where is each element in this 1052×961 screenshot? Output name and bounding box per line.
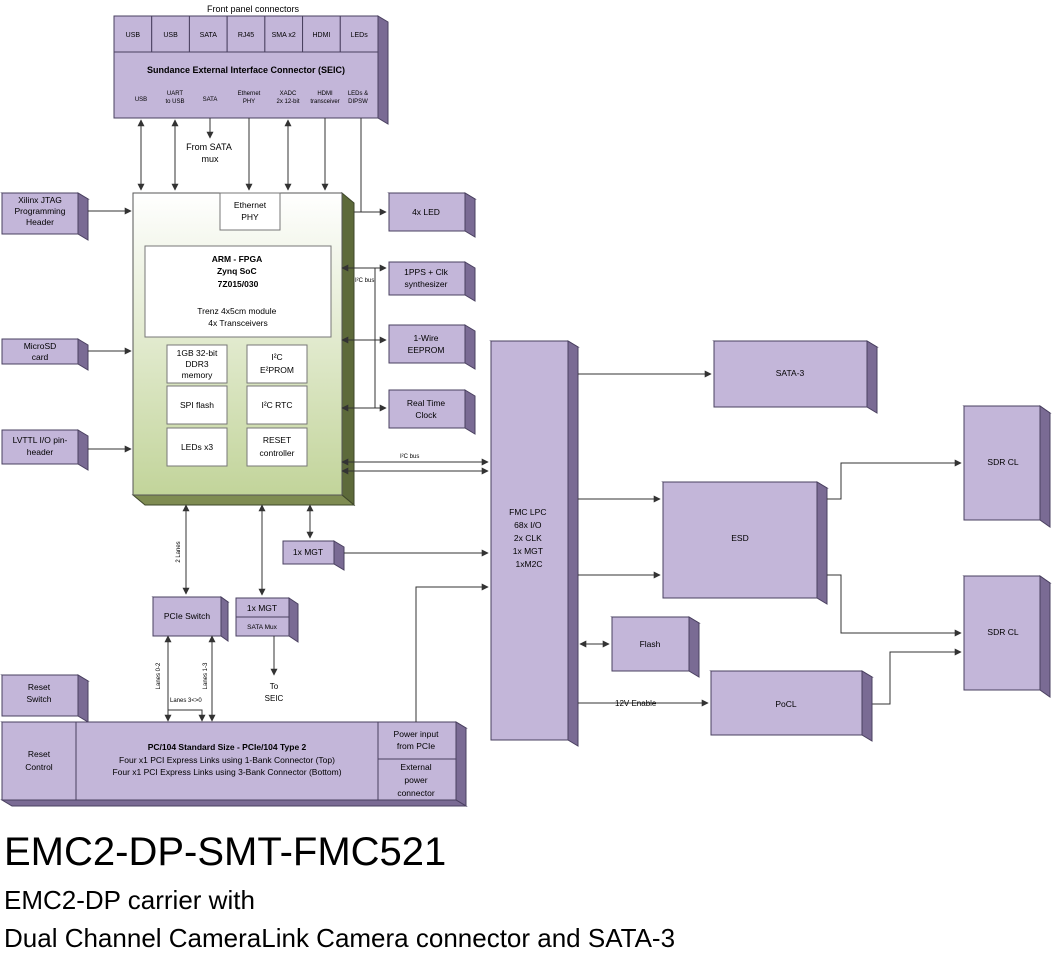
- svg-text:Lanes 3<>0: Lanes 3<>0: [170, 698, 202, 704]
- fmc-connector: FMC LPC 68x I/O 2x CLK 1x MGT 1xM2C: [489, 340, 580, 747]
- pcie-switch-box: PCIe Switch: [151, 596, 230, 642]
- seic-pin-label: SATA: [203, 97, 218, 103]
- svg-text:Four x1 PCI Express Links usin: Four x1 PCI Express Links using 1-Bank C…: [119, 755, 335, 765]
- seic-title: Sundance External Interface Connector (S…: [147, 65, 345, 75]
- from-sata-mux-label: From SATA mux: [186, 142, 234, 164]
- diagram-title: EMC2-DP-SMT-FMC521: [4, 830, 447, 874]
- mgt-box: 1x MGT: [282, 540, 345, 571]
- seic-arrows: [137, 118, 362, 212]
- front-panel-connector-cell: [339, 15, 379, 53]
- front-panel-connectors: USB USB SATA RJ45 SMA x2 HDMI LEDs Sundance Ex…: [113, 15, 389, 125]
- front-panel-connector-label: LEDs: [351, 32, 369, 39]
- pocl-box: PoCL: [709, 670, 874, 742]
- svg-text:SDR CL: SDR CL: [987, 457, 1018, 467]
- svg-text:LVTTL I/O pin-header: LVTTL I/O pin-header: [13, 435, 68, 457]
- front-panel-connector-label: SATA: [200, 32, 218, 39]
- seic-pin-label: LEDs &DIPSW: [348, 91, 368, 105]
- svg-text:SATA-3: SATA-3: [776, 368, 805, 378]
- svg-text:Lanes 1-3: Lanes 1-3: [203, 662, 209, 689]
- svg-text:Lanes 0-2: Lanes 0-2: [156, 662, 162, 689]
- front-panel-connector-label: SMA x2: [272, 32, 296, 39]
- front-panel-connector-label: RJ45: [238, 32, 254, 39]
- svg-text:SPI flash: SPI flash: [180, 400, 214, 410]
- svg-text:1x MGT: 1x MGT: [293, 547, 323, 557]
- enable-12v-label: 12V Enable: [615, 699, 657, 708]
- two-lanes-label: 2 Lanes: [176, 541, 182, 562]
- front-panel-connector-label: HDMI: [312, 32, 330, 39]
- svg-text:Trenz 4x5cm module 4x Tr: Trenz 4x5cm module 4x Transceivers: [197, 306, 278, 328]
- svg-text:ESD: ESD: [731, 533, 748, 543]
- diagram-subtitle-1: EMC2-DP carrier with: [4, 885, 255, 915]
- svg-text:FMC LPC 68x I/O 2x: FMC LPC 68x I/O 2x CLK 1x MGT 1xM2C: [509, 507, 549, 569]
- i2c-bus-label-soc: I²C bus: [355, 278, 374, 284]
- svg-text:PCIe Switch: PCIe Switch: [164, 611, 211, 621]
- svg-text:4x LED: 4x LED: [412, 207, 440, 217]
- svg-text:Four x1 PCI Express Links usin: Four x1 PCI Express Links using 3-Bank C…: [112, 767, 341, 777]
- front-panel-title: Front panel connectors: [207, 4, 300, 14]
- svg-text:SDR CL: SDR CL: [987, 627, 1018, 637]
- svg-text:I²C RTC: I²C RTC: [261, 400, 292, 410]
- svg-text:1x MGT: 1x MGT: [247, 603, 277, 613]
- svg-text:PC/104 Standard Size - PCIe/1: PC/104 Standard Size - PCIe/104 Type 2: [148, 742, 307, 752]
- sata3-box: SATA-3: [712, 340, 879, 414]
- svg-text:PoCL: PoCL: [775, 699, 797, 709]
- lvttl-box: LVTTL I/O pin-header: [1, 429, 89, 471]
- sdr-cl-1-box: SDR CL: [962, 405, 1052, 528]
- sata-mgt-box: 1x MGT SATA Mux: [235, 597, 299, 643]
- front-panel-connector-cell: [113, 15, 153, 53]
- i2c-bus-label-fmc: I²C bus: [400, 454, 419, 460]
- diagram-subtitle-2: Dual Channel CameraLink Camera connector…: [4, 923, 676, 953]
- front-panel-connector-label: USB: [163, 32, 178, 39]
- flash-box: Flash: [610, 616, 701, 678]
- svg-text:LEDs x3: LEDs x3: [181, 442, 213, 452]
- fpga-text: ARM - FPGA Zynq SoC 7Z015/030: [212, 254, 265, 289]
- led4-box: 4x LED: [387, 192, 477, 238]
- svg-text:Flash: Flash: [640, 639, 661, 649]
- svg-text:SATA Mux: SATA Mux: [247, 624, 277, 631]
- esd-box: ESD: [661, 481, 829, 605]
- front-panel-connector-cell: [264, 15, 304, 53]
- seic-pin-label: USB: [135, 97, 147, 103]
- sdr-cl-2-box: SDR CL: [962, 575, 1052, 698]
- front-panel-connector-label: USB: [126, 32, 141, 39]
